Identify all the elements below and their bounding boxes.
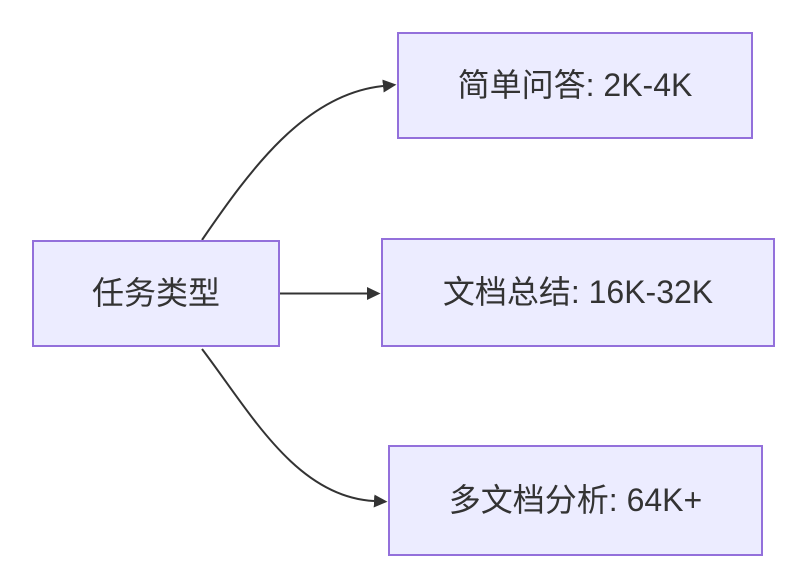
node-task-type: 任务类型 <box>32 240 280 347</box>
node-doc-summary: 文档总结: 16K-32K <box>381 238 775 347</box>
node-simple-qa: 简单问答: 2K-4K <box>397 32 753 139</box>
node-multi-doc-analysis: 多文档分析: 64K+ <box>388 445 763 556</box>
edge-center-to-top <box>201 79 397 241</box>
edge-center-to-bottom <box>201 348 388 508</box>
